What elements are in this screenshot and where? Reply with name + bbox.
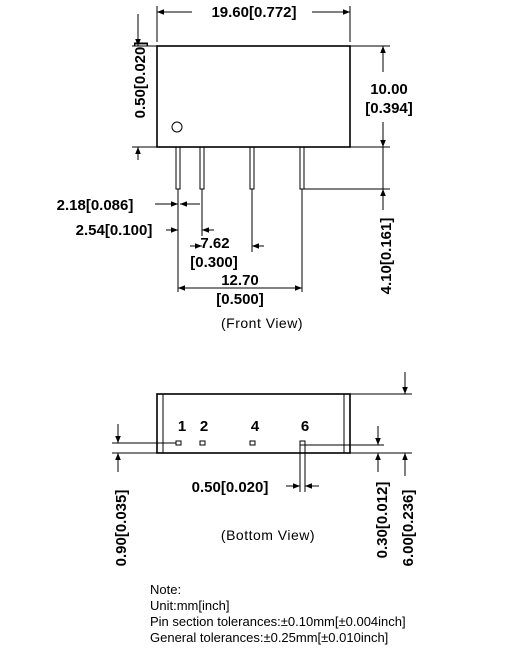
front-height-in-label: [0.394]: [365, 100, 413, 117]
bottom-pin-pad-4: [249, 440, 256, 446]
front-pin-4: [249, 146, 255, 190]
bottom-view: 1 2 4 6 0.50[0.020] 0.90[0.035] 0.30[0.0…: [112, 372, 417, 566]
bottom-pin-pad-1: [175, 440, 182, 446]
bottom-pin-label-6: 6: [301, 418, 309, 435]
front-top-gap-label: 0.50[0.020]: [132, 42, 149, 119]
front-pin-span-large-mm-label: 12.70: [221, 272, 259, 289]
front-pin-offset-label: 2.18[0.086]: [57, 197, 134, 214]
bottom-pin-label-4: 4: [251, 418, 260, 435]
bottom-view-caption: (Bottom View): [221, 527, 315, 543]
bottom-pin-label-1: 1: [178, 418, 186, 435]
pin1-marker-circle: [171, 121, 183, 133]
note-unit: Unit:mm[inch]: [150, 598, 229, 613]
bottom-pin-label-2: 2: [200, 418, 208, 435]
front-width-label: 19.60[0.772]: [211, 4, 296, 21]
front-view-caption: (Front View): [221, 315, 303, 331]
front-body-outline: [156, 45, 351, 148]
note-pin-tolerance: Pin section tolerances:±0.10mm[±0.004inc…: [150, 614, 406, 629]
front-pin-2: [199, 146, 205, 190]
front-pin-6: [299, 146, 305, 190]
front-pin-span-small-mm-label: 7.62: [200, 235, 229, 252]
front-height-mm-label: 10.00: [370, 81, 408, 98]
front-view: 19.60[0.772] 0.50[0.020] 10.00 [0.394] 4…: [57, 4, 413, 331]
front-pin-pitch-label: 2.54[0.100]: [76, 222, 153, 239]
bottom-pin-row-offset-label: 0.90[0.035]: [113, 490, 130, 567]
note-heading: Note:: [150, 582, 181, 597]
note-general-tolerance: General tolerances:±0.25mm[±0.010inch]: [150, 630, 388, 645]
bottom-pin-width-label: 0.50[0.020]: [192, 479, 269, 496]
front-pin-span-small-in-label: [0.300]: [190, 254, 238, 271]
bottom-pin-thickness-label: 0.30[0.012]: [374, 482, 391, 559]
bottom-body-outline: [156, 393, 351, 454]
bottom-pin-pad-6: [299, 440, 306, 446]
front-pin-span-large-in-label: [0.500]: [216, 291, 264, 308]
bottom-depth-label: 6.00[0.236]: [400, 490, 417, 567]
notes-block: Note: Unit:mm[inch] Pin section toleranc…: [150, 582, 406, 645]
bottom-pin-pad-2: [199, 440, 206, 446]
front-pin-1: [175, 146, 181, 190]
front-pin-length-label: 4.10[0.161]: [378, 218, 395, 295]
